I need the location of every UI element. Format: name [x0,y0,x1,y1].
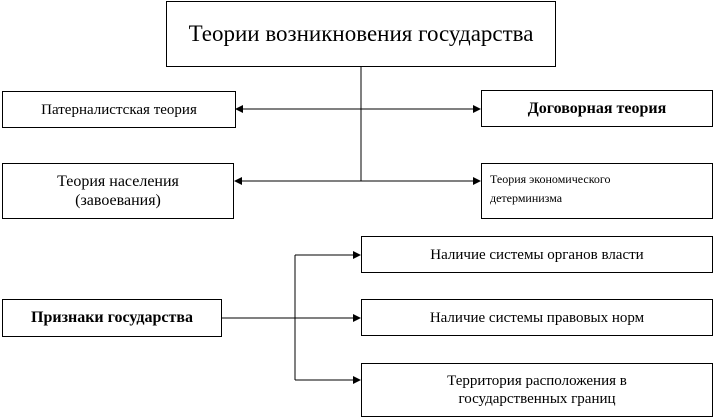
sign-item-box: Наличие системы правовых норм [361,299,713,336]
paternalist-theory-box: Патерналистская теория [2,91,236,128]
sign-item-label: Наличие системы органов власти [430,246,644,263]
contract-theory-box: Договорная теория [481,90,713,127]
signs-title: Признаки государства [31,309,193,327]
signs-title-box: Признаки государства [2,299,222,337]
economic-theory-box: Теория экономического детерминизма [481,163,713,219]
sign-item-box: Территория расположения в государственны… [361,363,713,417]
population-theory-label: Теория населения (завоевания) [57,172,179,209]
sign-item-label: Территория расположения в государственны… [447,373,627,407]
theories-title: Теории возникновения государства [188,21,534,47]
contract-theory-label: Договорная теория [527,99,667,117]
paternalist-theory-label: Патерналистская теория [41,101,197,118]
population-theory-box: Теория населения (завоевания) [2,163,234,219]
economic-theory-label: Теория экономического детерминизма [490,172,611,205]
theories-title-box: Теории возникновения государства [166,1,556,67]
sign-item-box: Наличие системы органов власти [361,236,713,273]
sign-item-label: Наличие системы правовых норм [429,309,645,326]
